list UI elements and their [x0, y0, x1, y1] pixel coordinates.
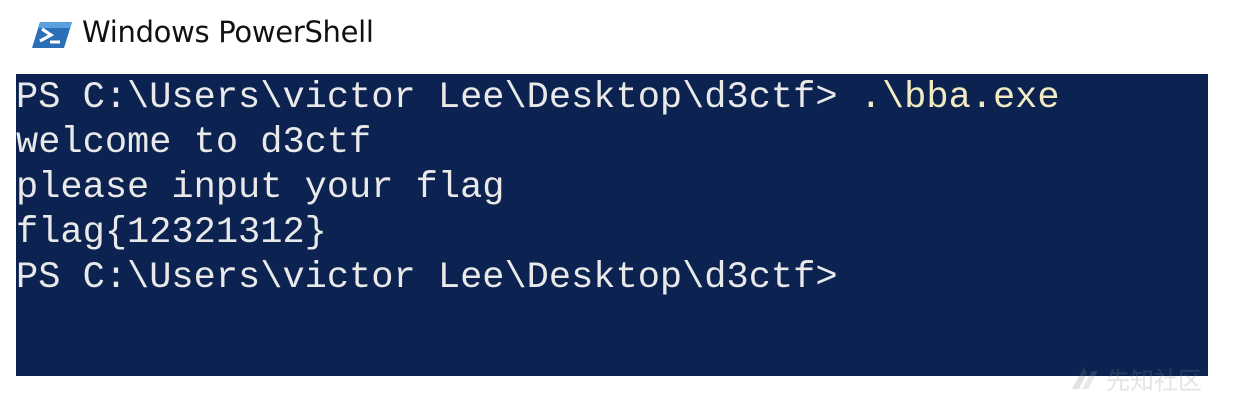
console-line-command: .\bba.exe: [859, 77, 1060, 119]
console-line: PS C:\Users\victor Lee\Desktop\d3ctf> .\…: [16, 76, 1060, 121]
console-lines: PS C:\Users\victor Lee\Desktop\d3ctf> .\…: [16, 76, 1060, 301]
console-line-prompt: PS C:\Users\victor Lee\Desktop\d3ctf>: [16, 257, 838, 299]
xianzhi-logo-icon: [1072, 367, 1098, 389]
console-line-prompt: PS C:\Users\victor Lee\Desktop\d3ctf>: [16, 77, 860, 119]
console-line: PS C:\Users\victor Lee\Desktop\d3ctf>: [16, 256, 1060, 301]
console-line-text: welcome to d3ctf: [16, 122, 372, 164]
window-title: Windows PowerShell: [82, 15, 374, 49]
title-bar: Windows PowerShell: [0, 0, 1234, 68]
powershell-icon: [32, 22, 72, 48]
console-output[interactable]: PS C:\Users\victor Lee\Desktop\d3ctf> .\…: [16, 74, 1208, 376]
console-line-text: flag{12321312}: [16, 212, 327, 254]
console-line: welcome to d3ctf: [16, 121, 1060, 166]
watermark-text: 先知社区: [1106, 366, 1202, 395]
watermark: 先知社区: [1070, 360, 1202, 396]
console-line: flag{12321312}: [16, 211, 1060, 256]
console-line: please input your flag: [16, 166, 1060, 211]
console-line-text: please input your flag: [16, 167, 505, 209]
